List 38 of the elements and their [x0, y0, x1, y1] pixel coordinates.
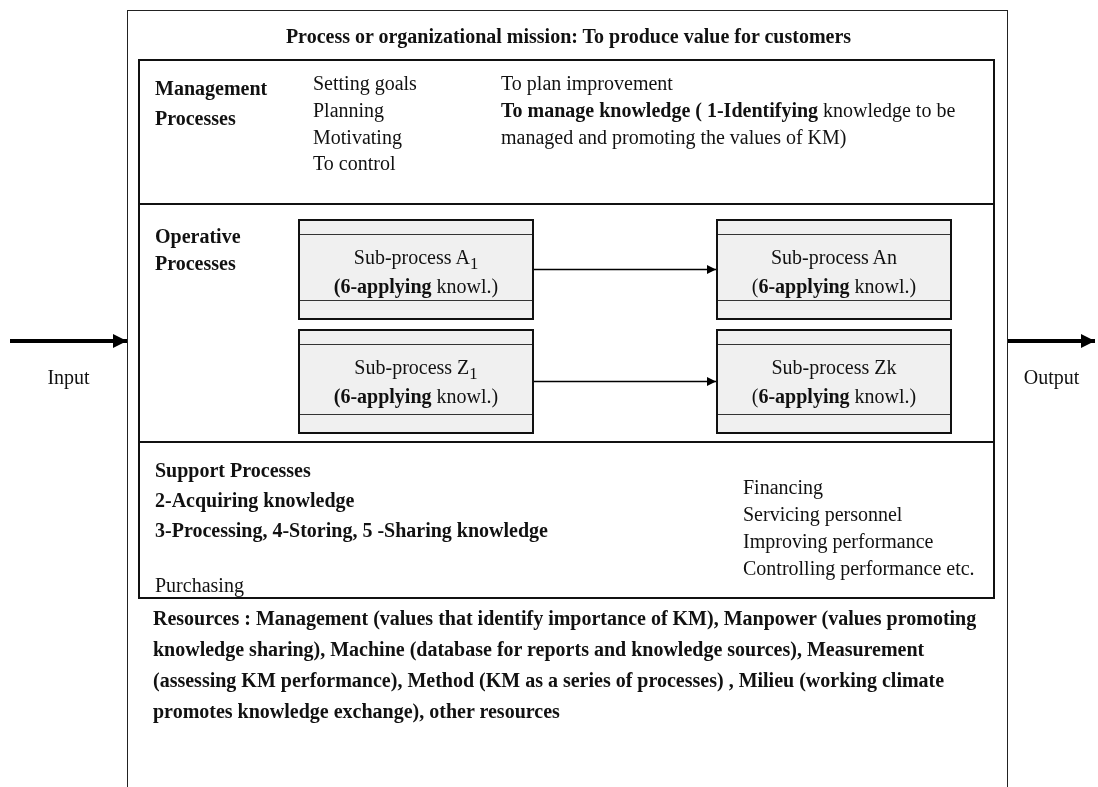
mission-heading: Process or organizational mission: To produce value for customers [284, 24, 853, 49]
sub-process-title: Sub-process An [769, 245, 899, 271]
process-section [138, 204, 995, 442]
knowledge-step-text: (6-applying knowl.) [750, 274, 918, 300]
knowledge-step-text: (6-applying knowl.) [332, 384, 500, 410]
list-item: Controlling performance etc. [743, 556, 976, 580]
list-item: Planning [313, 98, 386, 124]
list-item: To plan improvement [501, 71, 674, 97]
list-item: Servicing personnel [743, 502, 904, 526]
sub-process-title: Sub-process Z$_{1}$ [353, 355, 479, 385]
resources-paragraph: Resources : Management (values that identify importance of KM), Manpower (values promoting knowledge sharing), Machine (database for reports and knowledge sources), Measurement (assessing KM performance), Method (KM as a series of processes) , Milieu (working climate promotes knowledge exchange), other resources [153, 606, 978, 725]
knowledge-step-text: (6-applying knowl.) [332, 274, 500, 300]
list-item: Improving performance [743, 529, 935, 553]
sub-process-title: Sub-process A$_{1}$ [352, 245, 480, 275]
section-heading: Support Processes [155, 458, 312, 484]
arrow [533, 377, 717, 386]
list-item: 3-Processing, 4-Storing, 5 -Sharing knowledge [155, 518, 549, 544]
list-item: Motivating [313, 125, 403, 151]
arrow [10, 334, 127, 348]
knowledge-management-text: To manage knowledge ( 1-Identifying knowledge to be managed and promoting the values of KM) [501, 98, 957, 151]
list-item: 2-Acquiring knowledge [155, 488, 356, 514]
list-item: Setting goals [313, 71, 418, 97]
sub-process-box [298, 219, 534, 320]
process-frame [127, 10, 1008, 787]
arrow [1008, 334, 1095, 348]
section-heading: Operative Processes [155, 224, 242, 276]
list-item: To control [313, 151, 397, 176]
arrow [533, 265, 717, 274]
process-section [138, 59, 995, 205]
list-item: Financing [743, 475, 824, 499]
process-section [138, 441, 995, 599]
knowledge-step-text: (6-applying knowl.) [750, 384, 918, 410]
section-heading: Management Processes [155, 76, 269, 131]
sub-process-box [298, 329, 534, 434]
sub-process-box [716, 329, 952, 434]
sub-process-box [716, 219, 952, 320]
sub-process-title: Sub-process Zk [770, 355, 898, 381]
list-item: Purchasing [155, 573, 245, 597]
